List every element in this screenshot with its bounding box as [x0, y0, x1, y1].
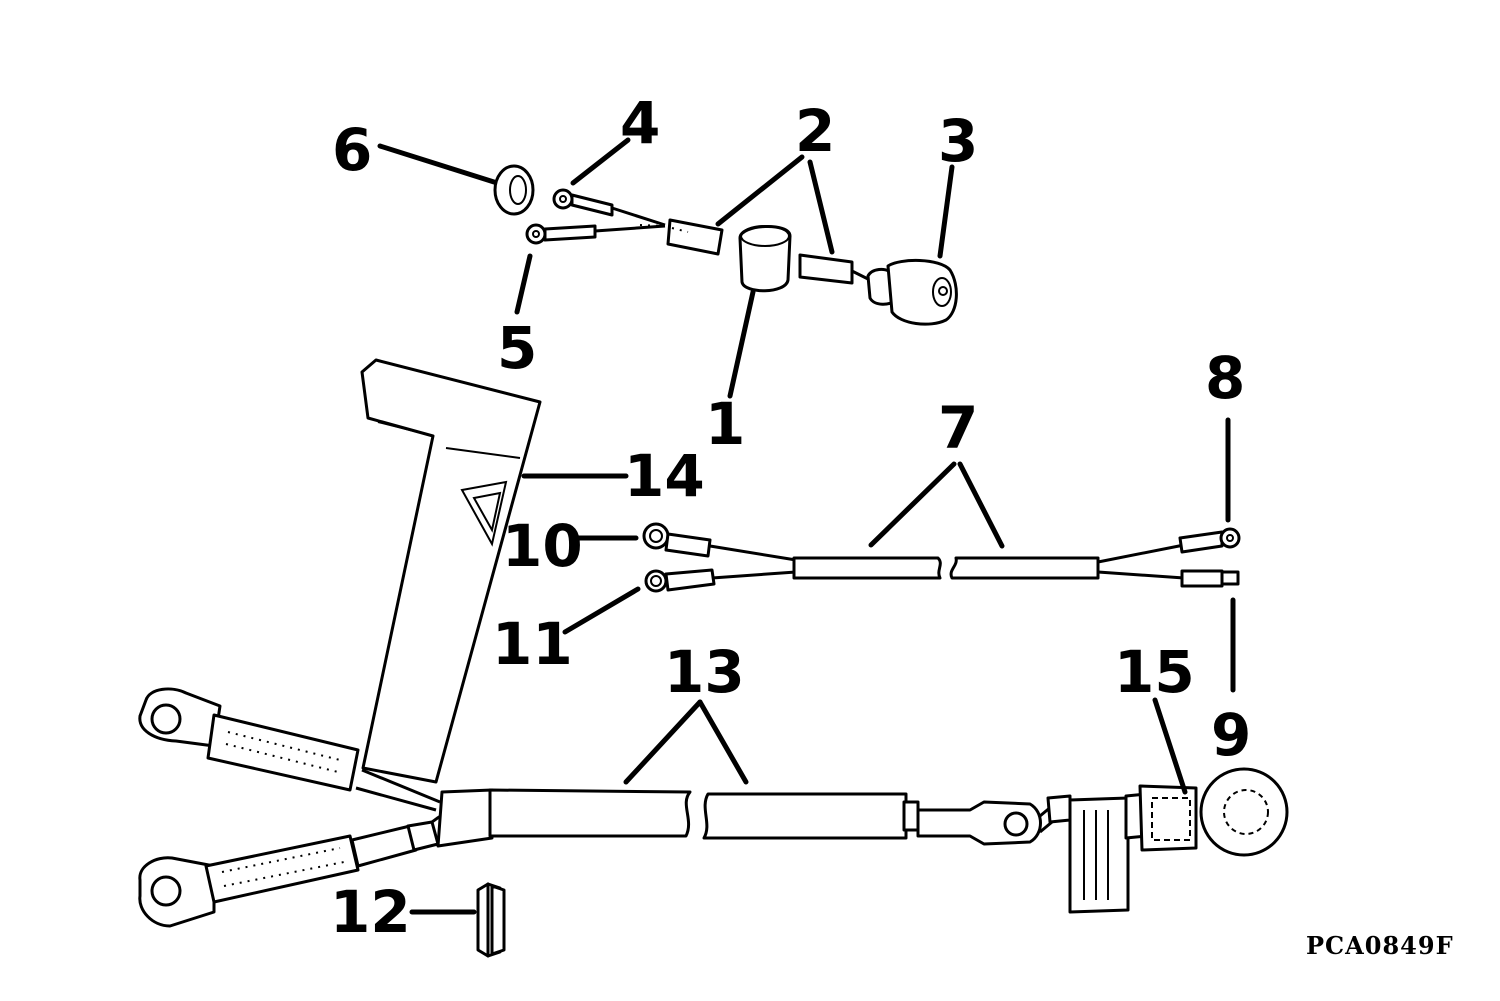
battery-terminal-part: [1046, 767, 1289, 914]
callout-15: 15: [1114, 638, 1195, 706]
callout-9: 9: [1211, 701, 1251, 769]
cable-cover-part: [360, 358, 542, 784]
ring-sleeve-part: [738, 224, 792, 293]
battery-cable-upper: [138, 687, 441, 812]
callout-7: 7: [938, 394, 978, 462]
callout-5: 5: [497, 314, 537, 382]
switch-terminal-leads: [525, 188, 666, 245]
key-switch-part: [866, 258, 958, 326]
switch-connector-right: [798, 253, 873, 285]
grommet-part: [476, 882, 506, 958]
main-cable-part: [436, 788, 1053, 848]
callout-6: 6: [332, 116, 372, 184]
wire-harness-part: [642, 522, 1241, 593]
callout-10: 10: [502, 512, 583, 580]
washer-part: [493, 164, 535, 216]
callout-labels: 1 2 3 4 5 6 7 8 9 10 11 12 13 14 15 PCA0…: [330, 89, 1454, 960]
callout-3: 3: [938, 107, 978, 175]
callout-12: 12: [330, 878, 411, 946]
callout-8: 8: [1205, 344, 1245, 412]
switch-connector-left: [666, 218, 724, 256]
callout-2: 2: [795, 97, 835, 165]
drawing-code: PCA0849F: [1306, 931, 1454, 960]
callout-11: 11: [492, 610, 573, 678]
callout-13: 13: [664, 638, 745, 706]
callout-14: 14: [624, 442, 705, 510]
callout-1: 1: [705, 390, 745, 458]
leader-lines: [377, 137, 1236, 915]
callout-4: 4: [620, 89, 660, 157]
